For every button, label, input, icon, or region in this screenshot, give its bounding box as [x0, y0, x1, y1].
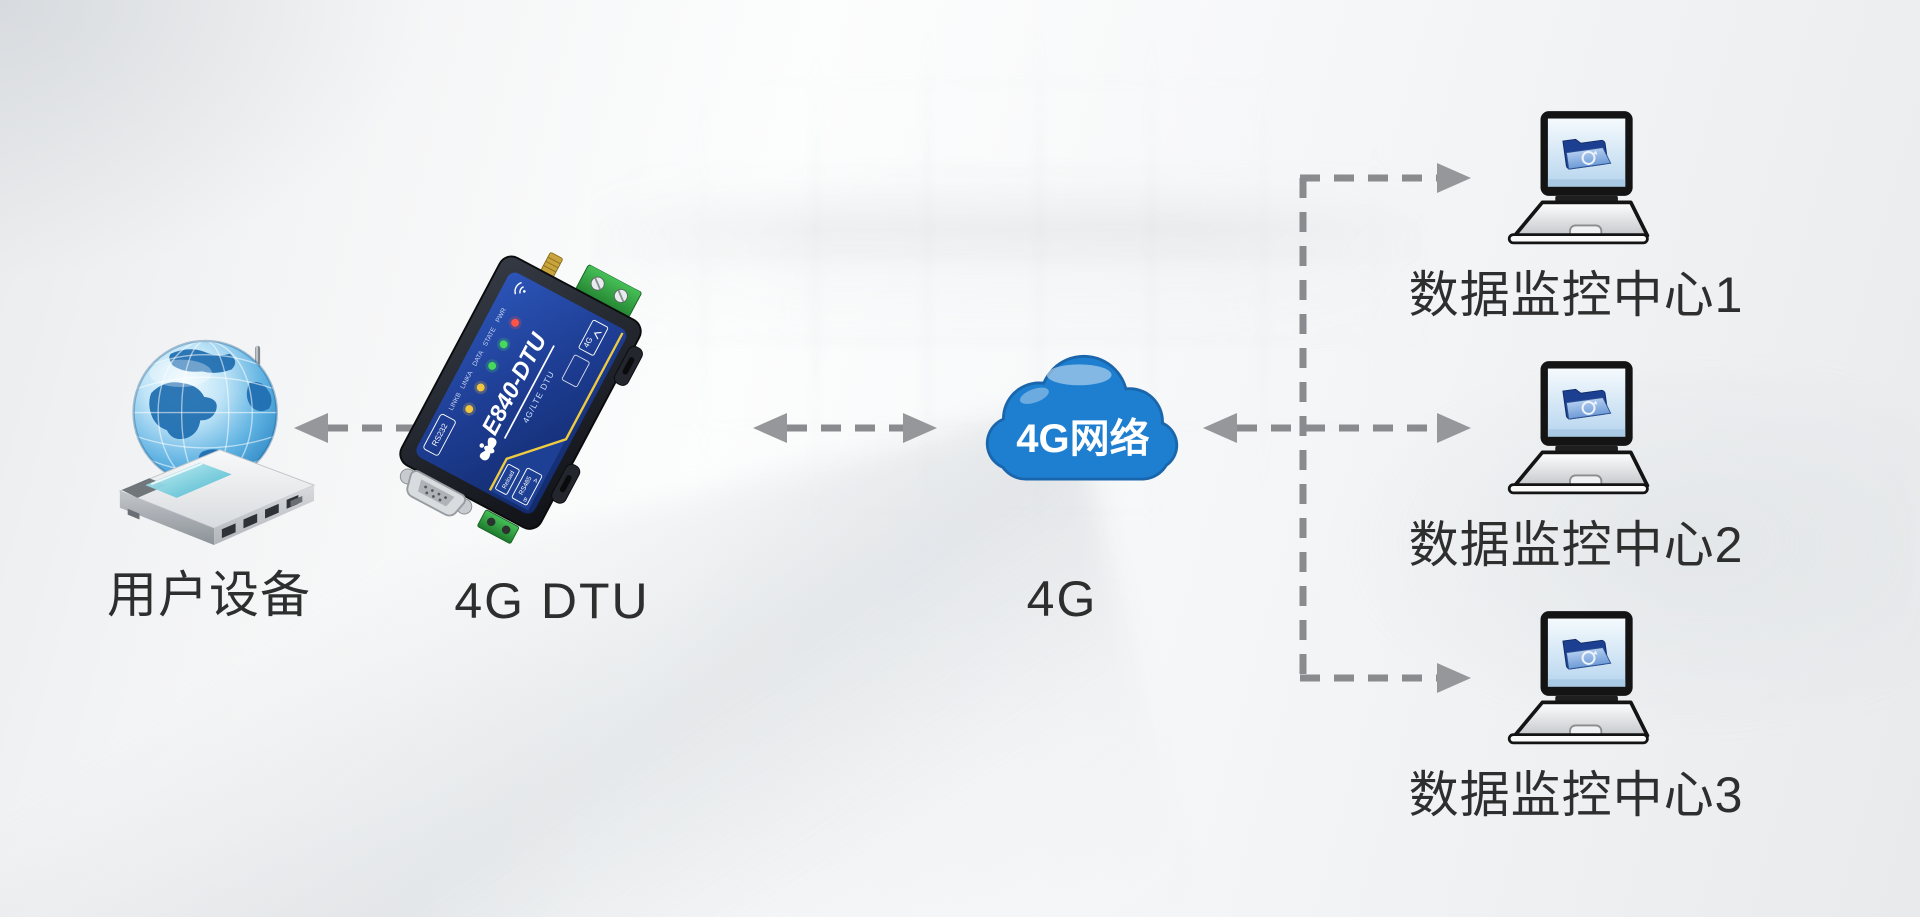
dtu-device-icon: 4G PWR STATE DATA LINKA LINKB E840-DTU 4… — [399, 252, 643, 544]
monitor-center-node-1 — [1500, 108, 1652, 247]
arrow-dtu-cloud — [753, 413, 937, 443]
laptop-icon — [1507, 361, 1650, 495]
dtu-label: 4G DTU — [454, 573, 650, 629]
network-cloud-node: 4G网络 — [982, 350, 1182, 493]
arrow-branch-center1 — [1300, 163, 1471, 193]
cloud-icon: 4G网络 — [985, 354, 1179, 481]
monitor-center-label-3: 数据监控中心3 — [1408, 767, 1744, 823]
monitor-center-label-1: 数据监控中心1 — [1408, 267, 1744, 323]
laptop-icon — [1507, 611, 1650, 745]
dtu-node: 4G PWR STATE DATA LINKA LINKB E840-DTU 4… — [388, 236, 658, 552]
laptop-icon — [1507, 111, 1650, 245]
network-label: 4G — [1026, 571, 1098, 627]
monitor-center-node-3 — [1500, 608, 1652, 747]
globe-router-icon — [118, 339, 316, 545]
cloud-text: 4G网络 — [1016, 416, 1149, 461]
monitor-center-label-2: 数据监控中心2 — [1408, 517, 1744, 573]
user-device-node — [112, 336, 318, 547]
arrow-cloud-center2 — [1203, 413, 1471, 443]
monitor-center-node-2 — [1500, 358, 1652, 497]
user-device-label: 用户设备 — [107, 567, 311, 623]
arrow-branch-center3 — [1300, 663, 1471, 693]
